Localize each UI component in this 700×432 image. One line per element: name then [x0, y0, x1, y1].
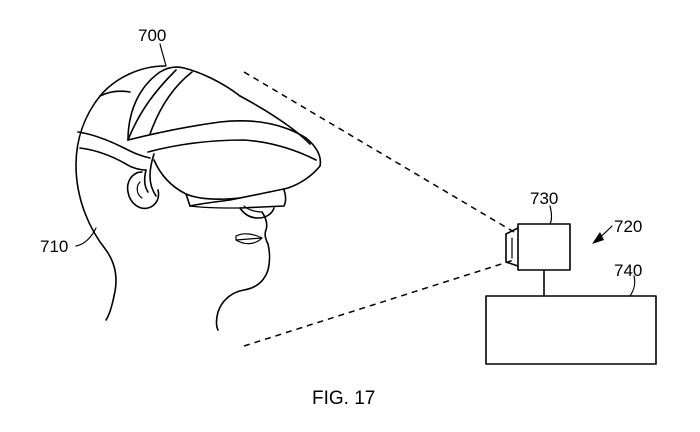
arrow-720	[592, 225, 613, 244]
label-700: 700	[138, 26, 166, 45]
user-head-outline	[75, 65, 271, 331]
processor-740	[485, 295, 657, 365]
camera-field-of-view	[243, 71, 515, 347]
hmd-headset	[127, 66, 322, 219]
ear-outline	[126, 171, 160, 210]
figure-caption: FIG. 17	[312, 388, 375, 409]
camera-730	[505, 223, 571, 271]
label-740: 740	[614, 261, 642, 280]
label-710: 710	[40, 237, 68, 256]
head-strap	[77, 131, 157, 197]
label-730: 730	[530, 189, 558, 208]
leader-730	[549, 205, 553, 225]
label-720: 720	[614, 217, 642, 236]
leader-710	[75, 227, 97, 247]
leader-740	[629, 275, 636, 297]
leader-700	[159, 43, 167, 67]
